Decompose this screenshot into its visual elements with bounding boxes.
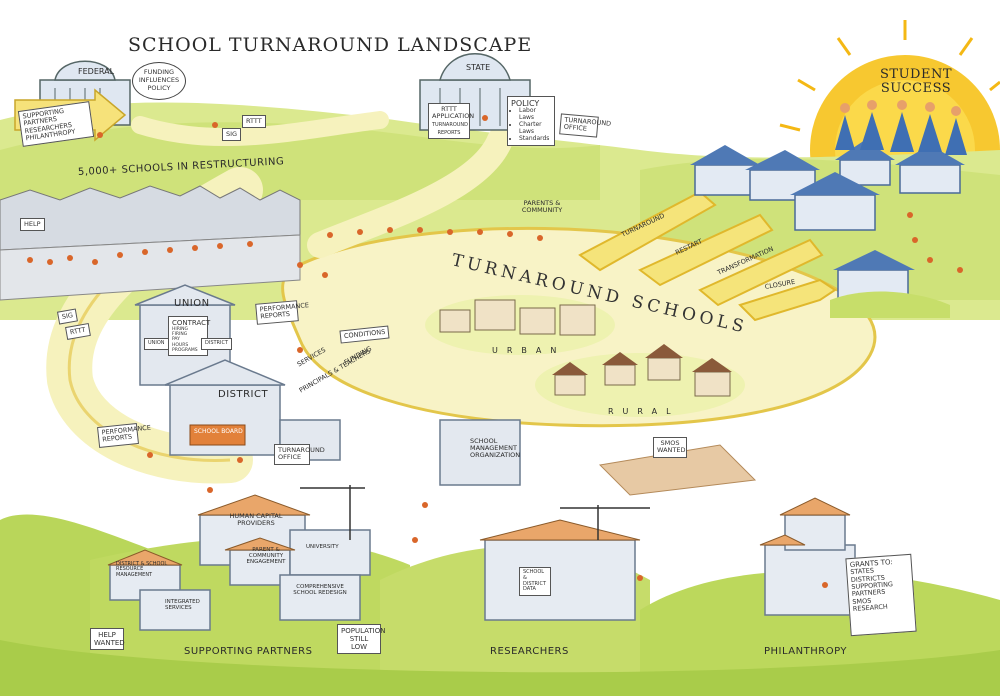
student-success-line1: STUDENT — [880, 67, 952, 82]
contract-item: PROGRAMS — [172, 347, 198, 353]
policy-title: POLICY — [511, 99, 540, 108]
contract-item: FIRING — [172, 332, 188, 338]
graduates — [835, 100, 967, 155]
help-wanted-sign: HELP WANTED — [90, 628, 125, 651]
contract-item: PAY — [172, 337, 180, 343]
smo-label: SCHOOL MANAGEMENT ORGANIZATION — [470, 437, 521, 459]
researchers-label: RESEARCHERS — [490, 646, 569, 657]
district-resource-label: DISTRICT & SCHOOL RESOURCE MANAGEMENT — [116, 561, 168, 578]
district-small-sign: DISTRICT — [201, 338, 233, 350]
state-turnaround-office-sign: TURNAROUND OFFICE — [559, 113, 611, 138]
school-district-data-sign: SCHOOL & DISTRICT DATA — [519, 567, 551, 596]
performance-reports-sign-top: PERFORMANCE REPORTS — [255, 300, 309, 325]
philanthropy-label: PHILANTHROPY — [764, 646, 847, 657]
school-redesign-label: COMPREHENSIVE SCHOOL REDESIGN — [293, 584, 347, 596]
district-turnaround-office-sign: TURNAROUND OFFICE — [274, 444, 325, 465]
funding-bubble: FUNDING INFLUENCES POLICY — [132, 62, 186, 100]
policy-sign: POLICY Labor Laws Charter Laws Standards — [507, 96, 555, 146]
parent-community-engagement-label: PARENT & COMMUNITY ENGAGEMENT — [246, 547, 286, 565]
student-success-label: STUDENT SUCCESS — [880, 68, 952, 95]
school-board-label: SCHOOL BOARD — [194, 428, 243, 435]
student-success-line2: SUCCESS — [880, 80, 952, 96]
contract-item: HOURS — [172, 342, 189, 348]
urban-label: URBAN — [492, 346, 566, 355]
state-label: STATE — [466, 63, 491, 72]
policy-item: Labor Laws — [519, 107, 551, 122]
policy-item: Charter Laws — [519, 121, 551, 136]
contract-sign: CONTRACT HIRING FIRING PAY HOURS PROGRAM… — [168, 316, 211, 356]
page-title: SCHOOL TURNAROUND LANDSCAPE — [128, 34, 533, 56]
smos-wanted-sign: SMOs WANTED — [653, 437, 687, 458]
grants-item: RESEARCH — [852, 602, 889, 614]
federal-label: FEDERAL — [78, 67, 115, 76]
rttt-application-sub: TURNAROUND REPORTS — [432, 121, 469, 136]
population-still-low-sign: POPULATION STILL LOW — [337, 624, 385, 655]
human-capital-label: HUMAN CAPITAL PROVIDERS — [229, 512, 283, 527]
performance-reports-sign-left: PERFORMANCE REPORTS — [97, 422, 151, 448]
rttt-application-sign: RTTT APPLICATION TURNAROUND REPORTS — [428, 103, 474, 140]
grants-sign: GRANTS TO: STATES DISTRICTS SUPPORTING P… — [845, 553, 917, 637]
rttt-application-title: RTTT APPLICATION — [432, 105, 475, 121]
rttt-sign-top: RTTT — [242, 115, 266, 129]
help-sign: HELP — [20, 218, 45, 232]
university-label: UNIVERSITY — [306, 544, 339, 550]
rural-label: RURAL — [608, 407, 680, 416]
district-label: DISTRICT — [218, 389, 269, 400]
sig-sign-top: SIG — [222, 128, 242, 142]
supporting-partners-label: SUPPORTING PARTNERS — [184, 646, 313, 657]
parents-community-label: PARENTS & COMMUNITY — [521, 199, 563, 214]
union-small-sign: UNION — [144, 338, 169, 350]
contract-item: HIRING — [172, 327, 189, 333]
integrated-services-label: INTEGRATED SERVICES — [165, 599, 200, 611]
union-label: UNION — [174, 298, 210, 309]
contract-title: CONTRACT — [172, 319, 211, 327]
policy-item: Standards — [519, 135, 551, 143]
